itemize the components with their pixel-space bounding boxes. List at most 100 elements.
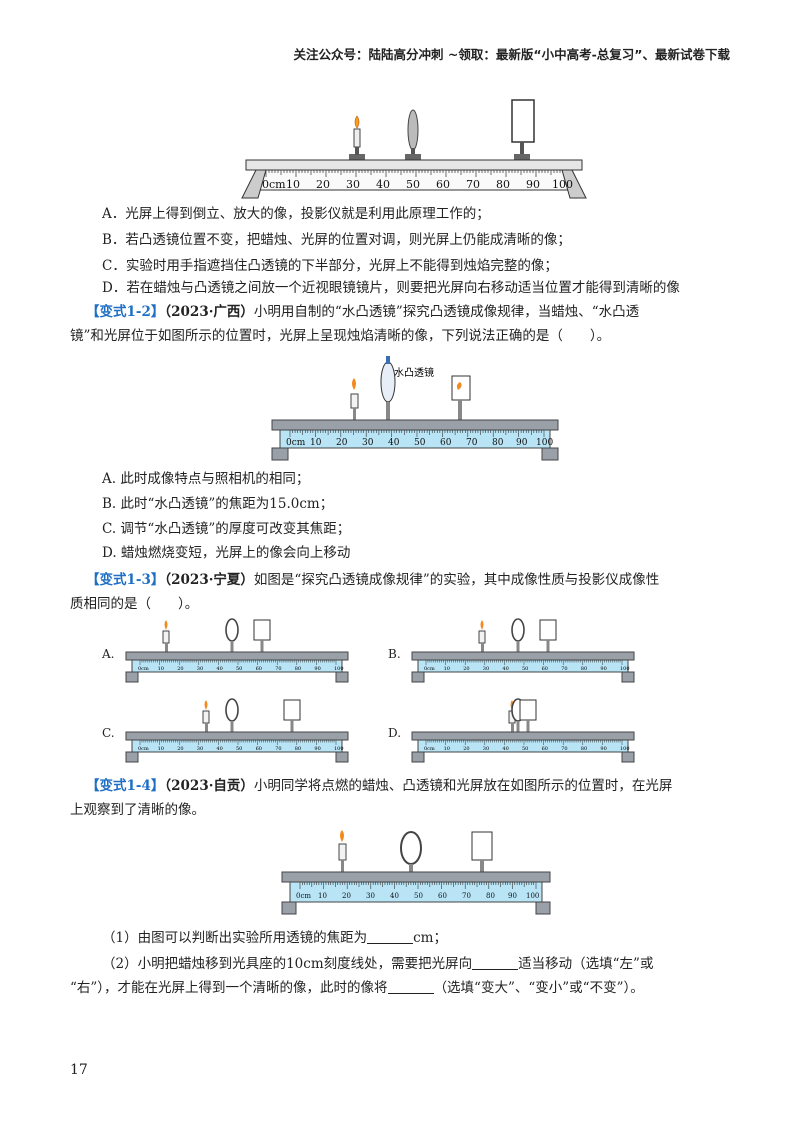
ruler-label: 30: [346, 178, 360, 191]
sub-question-text: 适当移动（选填“左”或: [518, 956, 654, 972]
ruler-label: 80: [486, 892, 495, 900]
sub-question-text: （1）由图可以判断出实验所用透镜的焦距为: [102, 930, 368, 946]
ruler-label: 30: [197, 746, 203, 752]
ruler-label: 40: [216, 746, 222, 752]
option-label: D.: [388, 726, 402, 740]
ruler-label: 70: [561, 746, 567, 752]
question-source: （2023·宁夏）: [164, 572, 254, 588]
sub-question-text: （选填“变大”、“变小”或“不变”）。: [433, 980, 644, 996]
ruler-label: 40: [502, 666, 508, 672]
question-1-2-line1: 【变式1-2】（2023·广西）小明用自制的“水凸透镜”探究凸透镜成像规律，当蜡…: [86, 302, 639, 322]
question-1-4-line1: 【变式1-4】（2023·自贡）小明同学将点燃的蜡烛、凸透镜和光屏放在如图所示的…: [86, 776, 672, 796]
ruler-label: 80: [496, 178, 510, 191]
optical-bench-figure-2: 水凸透镜 0cm 10 20 30 40 50 60 70 80 90 100: [266, 354, 566, 464]
ruler-label: 60: [542, 746, 548, 752]
ruler-label: 20: [316, 178, 330, 191]
question-tag: 【变式1-4】: [86, 778, 165, 794]
option-a: A．光屏上得到倒立、放大的像，投影仪就是利用此原理工作的；: [102, 206, 490, 222]
question-text: 如图是“探究凸透镜成像规律”的实验，其中成像性质与投影仪成像性: [253, 572, 660, 588]
ruler-label: 20: [342, 892, 351, 900]
question-text: 小明用自制的“水凸透镜”探究凸透镜成像规律，当蜡烛、“水凸透: [253, 304, 640, 320]
ruler-label: 90: [600, 666, 606, 672]
ruler-label: 10: [444, 666, 450, 672]
ruler-label: 60: [542, 666, 548, 672]
ruler-label: 50: [236, 666, 242, 672]
ruler-label: 90: [314, 666, 320, 672]
option-c: C. 调节“水凸透镜”的厚度可改变其焦距；: [102, 521, 351, 537]
sub-question-text: cm；: [413, 930, 447, 946]
page-number: 17: [70, 1062, 88, 1078]
ruler-label: 80: [295, 666, 301, 672]
ruler-label: 0cm: [286, 438, 306, 448]
ruler-label: 50: [522, 746, 528, 752]
ruler-label: 20: [463, 746, 469, 752]
ruler-label: 80: [295, 746, 301, 752]
answer-blank[interactable]: [387, 980, 434, 994]
ruler-label: 70: [275, 666, 281, 672]
ruler-label: 30: [483, 746, 489, 752]
question-source: （2023·广西）: [164, 304, 254, 320]
option-b: B. 此时“水凸透镜”的焦距为15.0cm；: [102, 496, 334, 512]
question-tag: 【变式1-3】: [86, 572, 165, 588]
option-d: D．若在蜡烛与凸透镜之间放一个近视眼镜镜片，则要把光屏向右移动适当位置才能得到清…: [102, 280, 680, 296]
question-1-3-line1: 【变式1-3】（2023·宁夏）如图是“探究凸透镜成像规律”的实验，其中成像性质…: [86, 570, 659, 590]
lens-label: 水凸透镜: [394, 366, 434, 379]
ruler-label: 90: [314, 746, 320, 752]
ruler-label: 100: [620, 746, 630, 752]
question-1-2-line2: 镜”和光屏位于如图所示的位置时，光屏上呈现烛焰清晰的像，下列说法正确的是（ ）。: [70, 328, 611, 344]
ruler-label: 60: [436, 178, 450, 191]
ruler-label: 60: [438, 892, 447, 900]
ruler-label: 30: [483, 666, 489, 672]
ruler-label: 40: [388, 438, 400, 448]
ruler-label: 60: [256, 746, 262, 752]
ruler-label: 70: [462, 892, 471, 900]
ruler-label: 0cm: [138, 666, 149, 672]
option-c: C．实验时用手指遮挡住凸透镜的下半部分，光屏上不能得到烛焰完整的像；: [102, 258, 558, 274]
option-a: A. 此时成像特点与照相机的相同；: [102, 471, 310, 487]
option-b: B．若凸透镜位置不变，把蜡烛、光屏的位置对调，则光屏上仍能成清晰的像；: [102, 232, 571, 248]
question-1-4-line2: 上观察到了清晰的像。: [70, 802, 205, 818]
ruler-label: 0cm: [424, 666, 435, 672]
ruler-label: 60: [440, 438, 452, 448]
ruler-label: 70: [275, 746, 281, 752]
ruler-label: 70: [466, 438, 478, 448]
option-label: C.: [102, 726, 115, 740]
question-1-3-line2: 质相同的是（ ）。: [70, 596, 199, 612]
option-d: D. 蜡烛燃烧变短，光屏上的像会向上移动: [102, 545, 351, 561]
ruler-label: 90: [600, 746, 606, 752]
ruler-label: 90: [508, 892, 517, 900]
ruler-label: 50: [414, 438, 426, 448]
ruler-label: 40: [376, 178, 390, 191]
ruler-label: 10: [158, 746, 164, 752]
ruler-label: 80: [492, 438, 504, 448]
answer-blank[interactable]: [367, 930, 414, 944]
ruler-label: 70: [466, 178, 480, 191]
ruler-label: 40: [390, 892, 399, 900]
ruler-label: 20: [177, 746, 183, 752]
ruler-label: 20: [177, 666, 183, 672]
ruler-label: 50: [406, 178, 420, 191]
ruler-label: 100: [536, 438, 553, 448]
ruler-label: 10: [444, 746, 450, 752]
ruler-label: 90: [526, 178, 540, 191]
ruler-label: 60: [256, 666, 262, 672]
optical-bench-figure-4: 0cm 10 20 30 40 50 60 70 80 90 100: [276, 826, 556, 916]
ruler-label: 50: [522, 666, 528, 672]
ruler-label: 0cm: [262, 178, 286, 191]
answer-blank[interactable]: [472, 956, 519, 970]
question-source: （2023·自贡）: [164, 778, 254, 794]
ruler-label: 80: [581, 666, 587, 672]
ruler-label: 20: [336, 438, 348, 448]
sub-question-text: （2）小明把蜡烛移到光具座的10cm刻度线处，需要把光屏向: [102, 956, 473, 972]
ruler-label: 0cm: [296, 892, 311, 900]
ruler-label: 10: [158, 666, 164, 672]
sub-question-1: （1）由图可以判断出实验所用透镜的焦距为 cm；: [102, 928, 447, 948]
ruler-label: 90: [516, 438, 528, 448]
option-label: A.: [102, 647, 115, 661]
ruler-label: 50: [236, 746, 242, 752]
sub-question-text: “右”），才能在光屏上得到一个清晰的像，此时的像将: [70, 980, 388, 996]
question-text: 小明同学将点燃的蜡烛、凸透镜和光屏放在如图所示的位置时，在光屏: [253, 778, 673, 794]
